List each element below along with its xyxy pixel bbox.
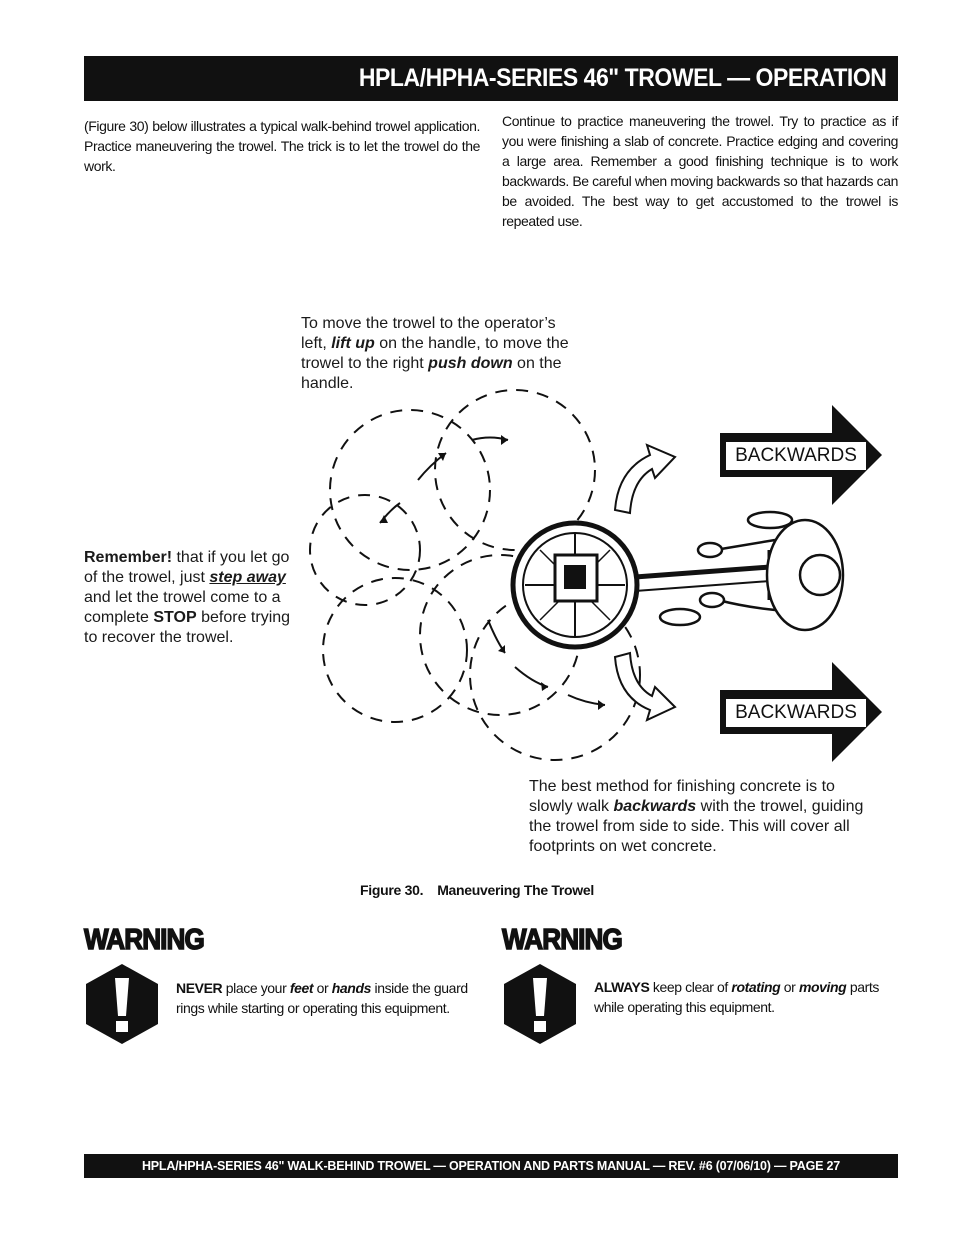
operator-foot bbox=[658, 607, 702, 627]
page-footer-text: HPLA/HPHA-SERIES 46" WALK-BEHIND TROWEL … bbox=[141, 1159, 841, 1173]
warning-heading-right: WARNING bbox=[501, 923, 623, 957]
callout-bottom-line-2: slowly walk backwards with the trowel, g… bbox=[529, 798, 864, 815]
lift-up-emphasis: lift up bbox=[331, 335, 375, 352]
trowel-guard-ring bbox=[510, 520, 640, 650]
backwards-label-bottom: BACKWARDS bbox=[726, 699, 866, 727]
operator-hand bbox=[698, 591, 726, 609]
callout-left-line-4: complete STOP before trying bbox=[84, 609, 291, 626]
callout-top: To move the trowel to the operator’s lef… bbox=[301, 314, 621, 394]
operator-foot bbox=[746, 510, 794, 530]
engine-cover bbox=[564, 565, 586, 589]
trowel-handle bbox=[634, 550, 773, 600]
callout-bottom: The best method for finishing concrete i… bbox=[529, 777, 904, 857]
dashed-path-circle bbox=[309, 494, 421, 606]
backwards-label-top: BACKWARDS bbox=[726, 442, 866, 470]
callout-top-line-1: To move the trowel to the operator’s bbox=[301, 315, 556, 332]
operator-head bbox=[798, 553, 842, 597]
curved-hollow-arrows bbox=[613, 443, 677, 722]
dashed-path-circle bbox=[322, 577, 468, 723]
callout-top-line-2: left, lift up on the handle, to move the bbox=[301, 335, 569, 352]
page-title: HPLA/HPHA-SERIES 46" TROWEL — OPERATION bbox=[358, 64, 886, 92]
operator-hand bbox=[696, 541, 724, 559]
step-away-emphasis: step away bbox=[209, 569, 286, 586]
callout-left: Remember! that if you let go of the trow… bbox=[84, 548, 324, 648]
rotation-arrowheads bbox=[380, 435, 605, 710]
callout-left-line-5: to recover the trowel. bbox=[84, 629, 234, 646]
callout-left-line-2: of the trowel, just step away bbox=[84, 569, 286, 586]
push-down-emphasis: push down bbox=[428, 355, 513, 372]
figure-title: Maneuvering The Trowel bbox=[437, 882, 594, 898]
callout-top-line-4: handle. bbox=[301, 375, 354, 392]
curved-arrow-up-icon bbox=[613, 443, 677, 515]
figure-caption: Figure 30. Maneuvering The Trowel bbox=[0, 882, 954, 898]
callout-bottom-line-4: footprints on wet concrete. bbox=[529, 838, 717, 855]
callout-bottom-line-3: the trowel from side to side. This will … bbox=[529, 818, 850, 835]
figure-number: Figure 30. bbox=[360, 882, 424, 898]
operator-figure bbox=[658, 510, 845, 632]
warning-exclamation-icon bbox=[86, 964, 158, 1044]
callout-left-line-1: Remember! that if you let go bbox=[84, 549, 290, 566]
warning-text-left: NEVER place your feet or hands inside th… bbox=[176, 980, 468, 1016]
callout-top-line-3: trowel to the right push down on the bbox=[301, 355, 562, 372]
backwards-emphasis: backwards bbox=[613, 798, 697, 815]
warning-text-right: ALWAYS keep clear of rotating or moving … bbox=[594, 979, 879, 1015]
warning-heading-left: WARNING bbox=[83, 923, 205, 957]
dashed-path-circle bbox=[434, 389, 596, 551]
dashed-path-circle bbox=[329, 409, 491, 571]
callout-left-line-3: and let the trowel come to a bbox=[84, 589, 281, 606]
page-footer-bar: HPLA/HPHA-SERIES 46" WALK-BEHIND TROWEL … bbox=[84, 1154, 898, 1178]
curved-arrow-down-icon bbox=[613, 651, 677, 722]
stop-emphasis: STOP bbox=[153, 609, 197, 626]
intro-right-paragraph: Continue to practice maneuvering the tro… bbox=[502, 113, 898, 229]
callout-bottom-line-1: The best method for finishing concrete i… bbox=[529, 778, 835, 795]
remember-emphasis: Remember! bbox=[84, 549, 173, 566]
page-title-bar: HPLA/HPHA-SERIES 46" TROWEL — OPERATION bbox=[84, 56, 898, 101]
intro-left-paragraph: (Figure 30) below illustrates a typical … bbox=[84, 118, 480, 174]
warning-exclamation-icon bbox=[504, 964, 576, 1044]
